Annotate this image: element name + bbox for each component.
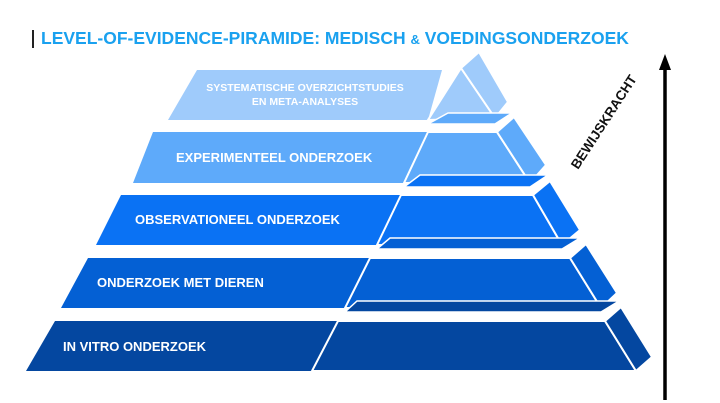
- page-title: LEVEL-OF-EVIDENCE-PIRAMIDE: MEDISCH & VO…: [41, 28, 629, 49]
- level-3-label: OBSERVATIONEEL ONDERZOEK: [135, 212, 341, 227]
- evidence-strength-arrow: [659, 54, 671, 400]
- level-2-label: EXPERIMENTEEL ONDERZOEK: [176, 150, 373, 165]
- title-text-part2: VOEDINGSONDERZOEK: [419, 28, 629, 48]
- pyramid-level-4: ONDERZOEK MET DIEREN: [61, 237, 619, 310]
- axis-label-bewijskracht: BEWIJSKRACHT: [568, 72, 640, 172]
- title-accent-bar: [32, 30, 34, 48]
- level-4-label: ONDERZOEK MET DIEREN: [97, 275, 264, 290]
- title-text-part1: LEVEL-OF-EVIDENCE-PIRAMIDE: MEDISCH: [41, 28, 411, 48]
- pyramid-level-1: SYSTEMATISCHE OVERZICHTSTUDIES EN META-A…: [168, 50, 510, 122]
- level-5-label: IN VITRO ONDERZOEK: [63, 339, 207, 354]
- title-ampersand: &: [410, 32, 420, 47]
- pyramid-level-5: IN VITRO ONDERZOEK: [26, 300, 654, 373]
- level-1-label-line1: SYSTEMATISCHE OVERZICHTSTUDIES: [206, 82, 404, 94]
- pyramid-level-3: OBSERVATIONEEL ONDERZOEK: [96, 174, 582, 247]
- pyramid-level-2: EXPERIMENTEEL ONDERZOEK: [133, 112, 548, 185]
- arrow-up-icon: [659, 54, 671, 70]
- level-1-label-line2: EN META-ANALYSES: [252, 96, 358, 108]
